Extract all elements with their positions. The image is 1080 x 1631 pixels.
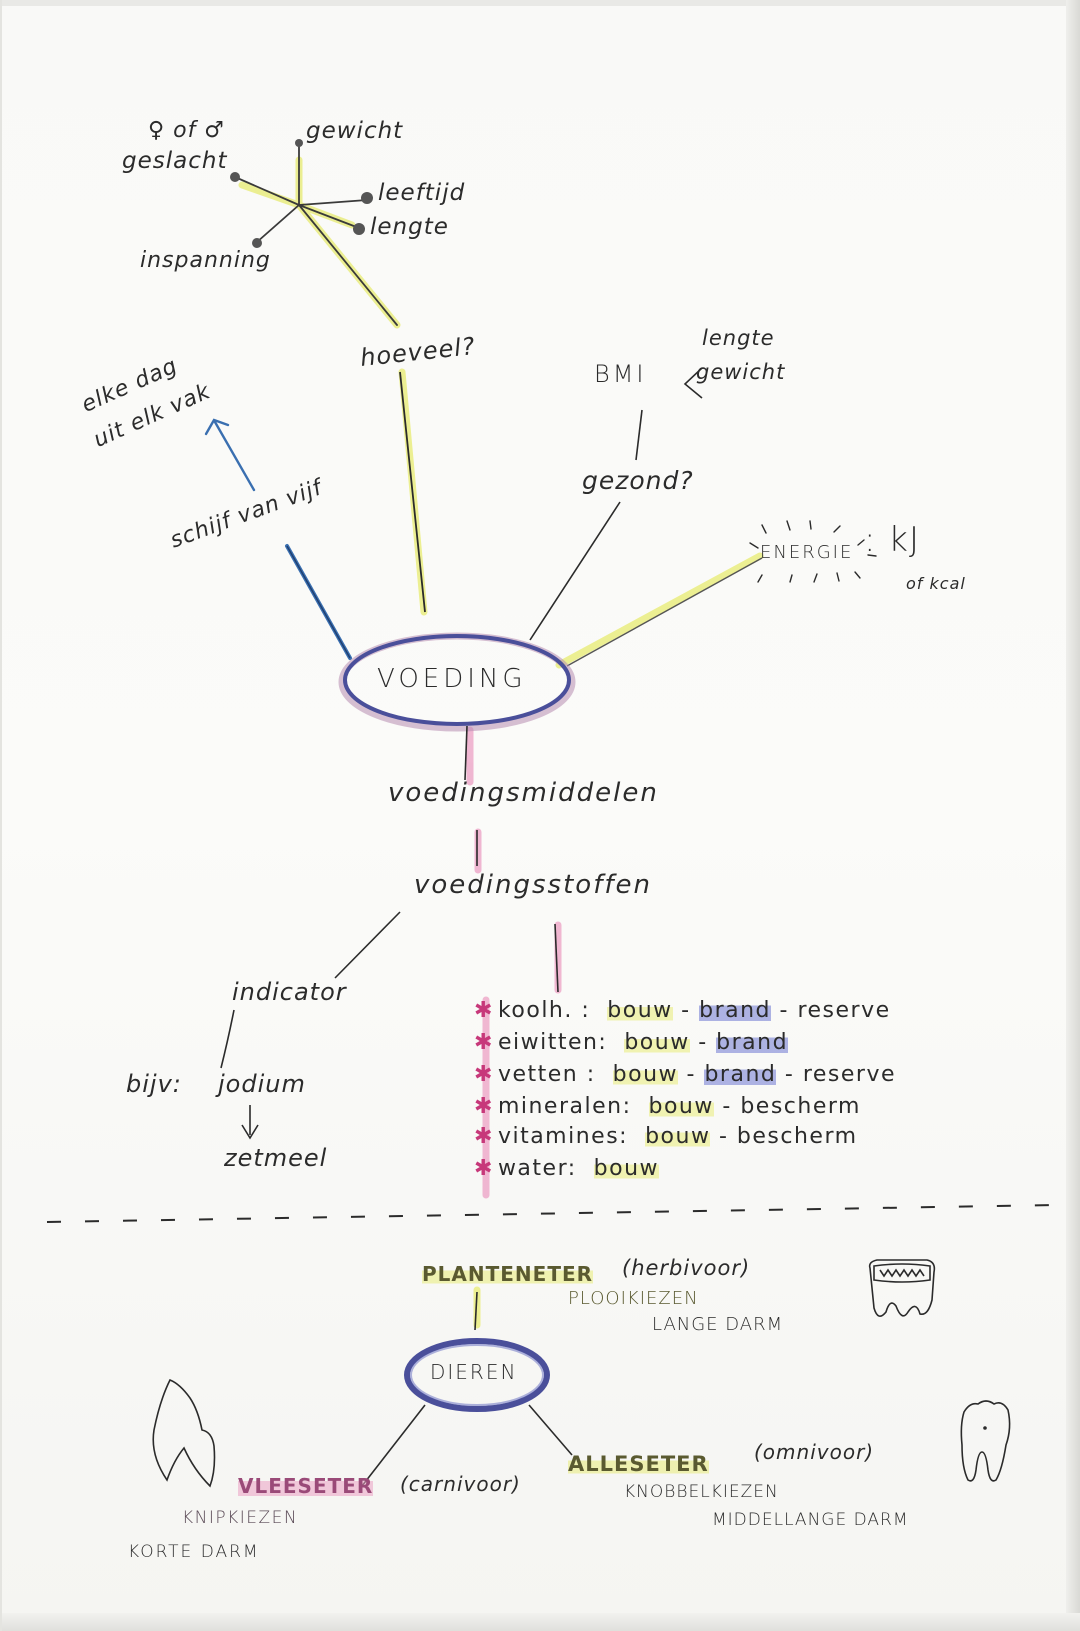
nutrient-name: mineralen (497, 1094, 623, 1119)
asterisk-bullet-icon: ✱ (474, 998, 494, 1023)
alleseter-teeth: KNOBBELKIEZEN (624, 1482, 779, 1502)
vleeseter-gut: KORTE DARM (128, 1542, 260, 1562)
role-bouw: bouw (607, 998, 673, 1023)
asterisk-bullet-icon: ✱ (474, 1156, 494, 1181)
energie-label: ENERGIE (760, 542, 854, 563)
factor-lengte: lengte (370, 214, 449, 240)
asterisk-bullet-icon: ✱ (474, 1062, 494, 1087)
vleeseter-teeth: KNIPKIEZEN (182, 1508, 299, 1528)
node-indicator: indicator (232, 978, 347, 1006)
indicator-example-prefix: bijv: (126, 1070, 182, 1098)
role-brand: brand (704, 1062, 777, 1087)
center-node-voeding: VOEDING (377, 664, 527, 694)
asterisk-bullet-icon: ✱ (474, 1030, 494, 1055)
nutrient-name: water (497, 1156, 568, 1181)
factor-leeftijd: leeftijd (378, 180, 466, 206)
nutrient-row-vetten: ✱vetten : bouw - brand - reserve (474, 1062, 897, 1087)
role-bescherm: bescherm (740, 1094, 861, 1119)
nutrient-name: vetten (497, 1062, 579, 1087)
gezond-question: gezond? (582, 466, 694, 495)
planteneter-latin: (herbivoor) (622, 1256, 751, 1280)
energie-unit-kcal: of kcal (906, 574, 966, 593)
factor-geslacht: geslacht (122, 148, 228, 174)
nutrient-row-vitamines: ✱vitamines: bouw - bescherm (474, 1124, 858, 1149)
nutrient-row-water: ✱water: bouw (474, 1156, 660, 1181)
planteneter-label: PLANTENETER (422, 1262, 594, 1286)
factor-gewicht: gewicht (306, 118, 404, 144)
alleseter-latin: (omnivoor) (754, 1440, 875, 1464)
role-brand: brand (716, 1030, 789, 1055)
role-reserve: reserve (802, 1062, 897, 1087)
role-bouw: bouw (645, 1124, 711, 1149)
omnivore-molar-drawing (960, 1400, 1011, 1482)
carnivore-tooth-drawing (152, 1378, 216, 1488)
asterisk-bullet-icon: ✱ (474, 1094, 494, 1119)
page-right-edge (1066, 0, 1080, 1631)
role-brand: brand (699, 998, 772, 1023)
herbivore-molar-drawing (868, 1259, 936, 1317)
node-voedingsmiddelen: voedingsmiddelen (388, 778, 659, 808)
role-bouw: bouw (612, 1062, 679, 1087)
bmi-label: BMI (594, 360, 647, 388)
role-bescherm: bescherm (736, 1124, 858, 1149)
indicator-jodium: jodium (218, 1070, 306, 1098)
role-bouw: bouw (624, 1030, 690, 1055)
role-reserve: reserve (797, 998, 891, 1023)
nutrient-row-koolhydraten: ✱koolh. : bouw - brand - reserve (474, 998, 891, 1023)
alleseter-label: ALLESETER (568, 1452, 709, 1476)
nutrient-name: vitamines (497, 1124, 620, 1149)
nutrient-row-mineralen: ✱mineralen: bouw - bescherm (474, 1094, 861, 1119)
vleeseter-label: VLEESETER (238, 1474, 374, 1498)
bmi-factor-gewicht: gewicht (696, 360, 786, 384)
role-bouw: bouw (593, 1156, 660, 1181)
indicator-zetmeel: zetmeel (224, 1144, 328, 1172)
alleseter-gut: MIDDELLANGE DARM (712, 1510, 909, 1530)
planteneter-gut: LANGE DARM (652, 1314, 784, 1335)
nutrient-row-eiwitten: ✱eiwitten: bouw - brand (474, 1030, 789, 1055)
center-node-dieren: DIEREN (430, 1360, 518, 1384)
node-voedingsstoffen: voedingsstoffen (414, 870, 652, 900)
nutrient-name: koolh. (497, 998, 573, 1023)
nutrient-name: eiwitten (497, 1030, 599, 1055)
factor-inspanning: inspanning (140, 248, 271, 273)
energie-unit-kj: : kJ (864, 520, 920, 560)
asterisk-bullet-icon: ✱ (474, 1124, 494, 1149)
bmi-factor-lengte: lengte (702, 326, 775, 350)
role-bouw: bouw (648, 1094, 714, 1119)
page-bottom-edge (2, 1613, 1080, 1631)
page-top-edge (2, 0, 1080, 6)
vleeseter-latin: (carnivoor) (400, 1472, 521, 1496)
gender-symbol-note: ♀ of ♂ (148, 118, 226, 143)
planteneter-teeth: PLOOIKIEZEN (568, 1288, 699, 1309)
